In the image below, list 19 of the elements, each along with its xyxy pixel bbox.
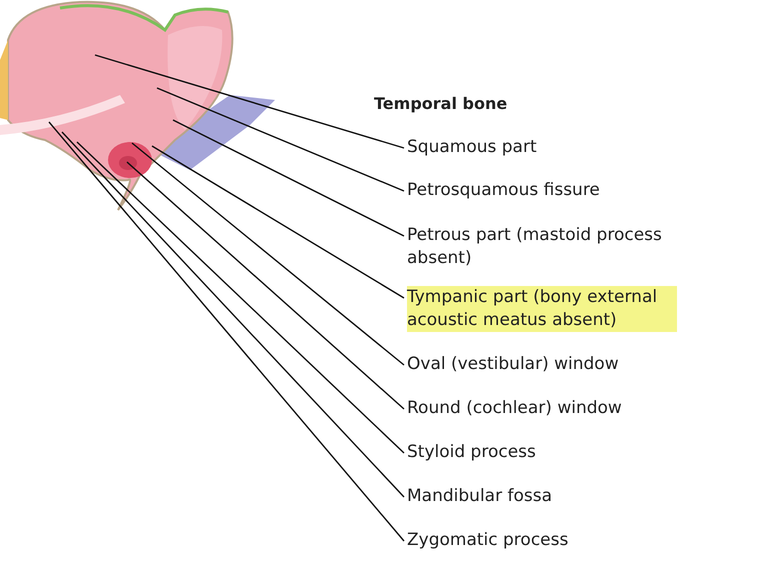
part-label: Round (cochlear) window	[407, 397, 707, 420]
leader-line	[132, 142, 404, 366]
part-label: Tympanic part (bony external acoustic meatus absent)	[407, 286, 677, 332]
leader-line	[61, 132, 405, 498]
leader-line	[156, 87, 404, 192]
part-label: Petrosquamous fissure	[407, 179, 707, 202]
part-label: Oval (vestibular) window	[407, 353, 707, 376]
leader-line	[172, 119, 404, 237]
title: Temporal bone	[374, 94, 508, 113]
leader-line	[94, 54, 404, 149]
part-label: Petrous part (mastoid process absent)	[407, 224, 707, 270]
part-label: Styloid process	[407, 441, 707, 464]
leader-line	[48, 122, 405, 542]
leader-line	[126, 161, 404, 410]
leader-line	[76, 142, 404, 454]
part-label: Mandibular fossa	[407, 485, 707, 508]
part-label: Squamous part	[407, 136, 707, 159]
part-label: Zygomatic process	[407, 529, 707, 552]
leader-line	[152, 145, 404, 299]
